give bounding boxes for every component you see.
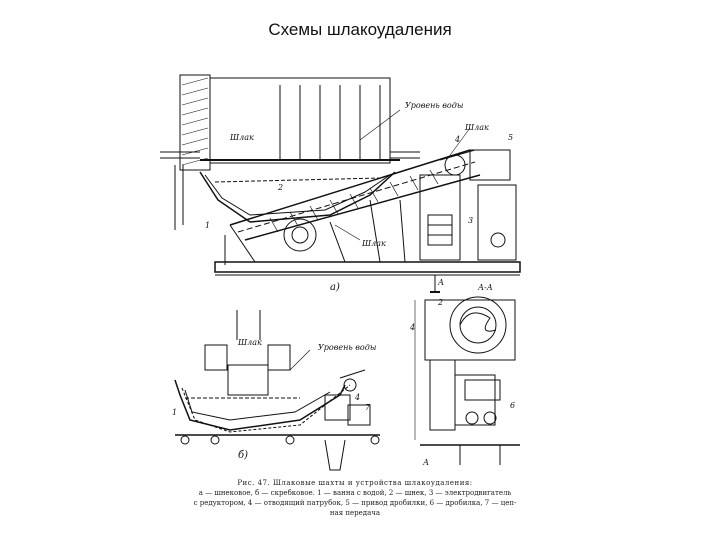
diagram-a: [160, 74, 521, 293]
num-2a: 2: [277, 183, 283, 192]
caption-line-4: ная передача: [329, 509, 381, 517]
page-title: Схемы шлакоудаления: [268, 20, 452, 39]
caption-line-3: с редуктором, 4 — отводящий патрубок, 5 …: [193, 499, 517, 507]
label-shlak-4: Шлак: [237, 338, 262, 347]
section-aa: [414, 296, 520, 465]
label-water-level-1: Уровень воды: [405, 101, 463, 110]
num-5a: 5: [508, 133, 513, 142]
label-shlak-2: Шлак: [464, 123, 489, 132]
caption-title: Рис. 47. Шлаковые шахты и устройства шла…: [237, 479, 473, 487]
num-7b: 7: [365, 403, 371, 412]
figure-caption: Рис. 47. Шлаковые шахты и устройства шла…: [165, 478, 545, 518]
diagram-b: [174, 310, 380, 471]
label-b: б): [238, 450, 248, 461]
label-shlak-3: Шлак: [361, 239, 386, 248]
num-2c: 2: [437, 298, 443, 307]
label-a: а): [330, 282, 340, 293]
num-3a: 3: [468, 216, 473, 225]
mark-a-bottom: А: [422, 458, 429, 467]
label-shlak-1: Шлак: [229, 133, 254, 142]
label-section-aa: А-А: [477, 283, 493, 292]
num-1b: 1: [172, 408, 177, 417]
caption-line-2: а — шнековое, б — скребковое. 1 — ванна …: [198, 489, 512, 497]
num-4c: 4: [409, 323, 415, 332]
mark-a-top: А: [437, 278, 444, 287]
num-4a: 4: [454, 135, 460, 144]
num-1a: 1: [205, 221, 210, 230]
num-4b: 4: [354, 393, 360, 402]
num-6c: 6: [510, 401, 515, 410]
label-water-level-2: Уровень воды: [318, 343, 376, 352]
